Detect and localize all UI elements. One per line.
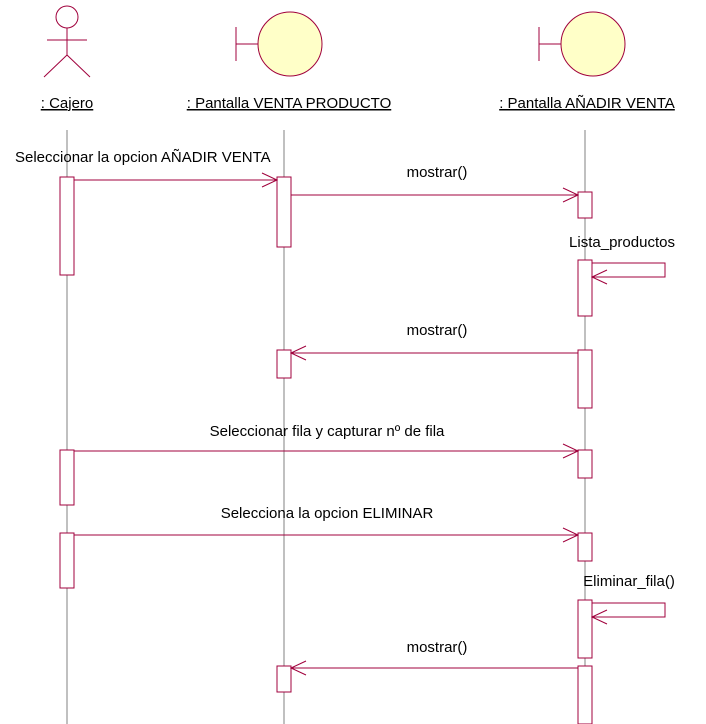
- message-label: Seleccionar la opcion AÑADIR VENTA: [15, 149, 271, 166]
- self-message-line: [592, 602, 666, 618]
- actor-label-anadir-venta: : Pantalla AÑADIR VENTA: [499, 95, 675, 112]
- activation-box: [59, 176, 75, 276]
- message-label: Selecciona la opcion ELIMINAR: [221, 505, 434, 522]
- message-label: Seleccionar fila y capturar nº de fila: [210, 423, 445, 440]
- arrowhead: [590, 609, 608, 625]
- self-message-line: [592, 262, 666, 278]
- arrowhead: [562, 527, 580, 543]
- activation-box: [59, 532, 75, 589]
- arrowhead: [562, 443, 580, 459]
- boundary-circle: [257, 11, 323, 77]
- arrowhead: [261, 172, 279, 188]
- message-label: Lista_productos: [569, 234, 675, 251]
- activation-box: [577, 349, 593, 409]
- arrowhead: [289, 660, 307, 676]
- activation-box: [577, 449, 593, 479]
- actor-label-venta-producto: : Pantalla VENTA PRODUCTO: [187, 95, 392, 112]
- actor-left-leg: [43, 54, 68, 78]
- message-label: mostrar(): [407, 322, 468, 339]
- activation-box: [577, 599, 593, 659]
- actor-head: [55, 5, 79, 29]
- activation-box: [276, 349, 292, 379]
- activation-box: [276, 665, 292, 693]
- activation-box: [577, 259, 593, 317]
- arrowhead: [590, 269, 608, 285]
- arrowhead: [562, 187, 580, 203]
- boundary-anadir-venta: [538, 11, 626, 77]
- activation-box: [577, 532, 593, 562]
- message-label: mostrar(): [407, 164, 468, 181]
- message-label: mostrar(): [407, 639, 468, 656]
- actor-label-cajero: : Cajero: [41, 95, 94, 112]
- activation-box: [59, 449, 75, 506]
- arrowhead: [289, 345, 307, 361]
- boundary-venta-producto: [235, 11, 323, 77]
- activation-box: [577, 665, 593, 724]
- activation-box: [276, 176, 292, 248]
- actor-right-leg: [66, 54, 91, 78]
- actor-cajero: [43, 5, 91, 78]
- boundary-circle: [560, 11, 626, 77]
- message-label: Eliminar_fila(): [583, 573, 675, 590]
- activation-box: [577, 191, 593, 219]
